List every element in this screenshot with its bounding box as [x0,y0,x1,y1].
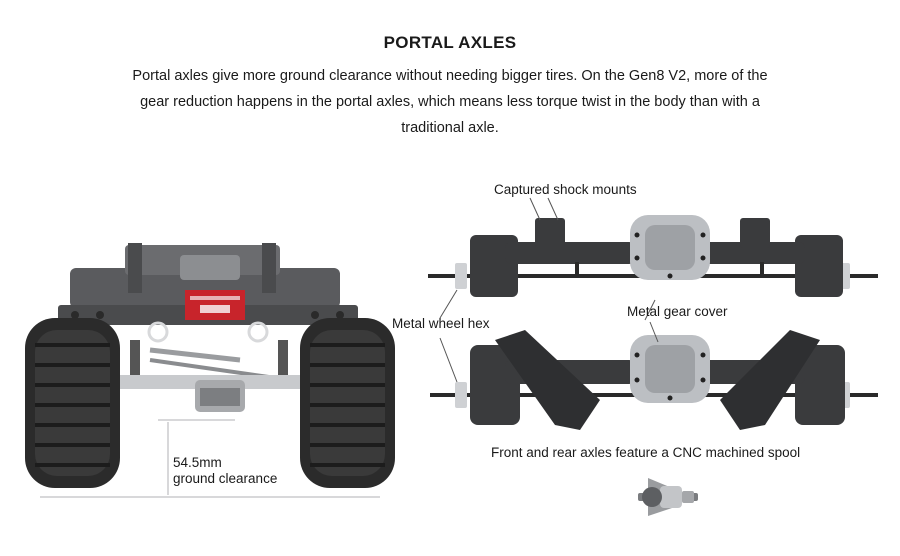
section-title: PORTAL AXLES [383,33,517,52]
label-captured-shock-mounts: Captured shock mounts [494,182,637,197]
label-clearance-value: 54.5mm [173,455,222,470]
leader-gear-cover-2 [649,321,659,343]
front-axle [428,215,878,297]
tire-left [25,318,120,488]
leader-hex-top [439,289,458,319]
label-spool-caption: Front and rear axles feature a CNC machi… [491,445,801,460]
label-clearance-text: ground clearance [173,471,278,486]
chassis-front-view [25,243,395,498]
section-description: Portal axles give more ground clearance … [132,68,768,136]
tire-right [300,318,395,488]
leader-shock-1 [529,197,541,221]
rear-axle [430,330,878,430]
shackle-right [247,321,269,343]
label-metal-gear-cover: Metal gear cover [627,304,728,319]
leader-shock-2 [547,197,559,221]
leader-gear-cover [644,299,656,321]
spool-icon [638,478,698,516]
label-metal-wheel-hex: Metal wheel hex [392,316,490,331]
leader-hex-bottom [439,337,458,383]
shackle-left [147,321,169,343]
